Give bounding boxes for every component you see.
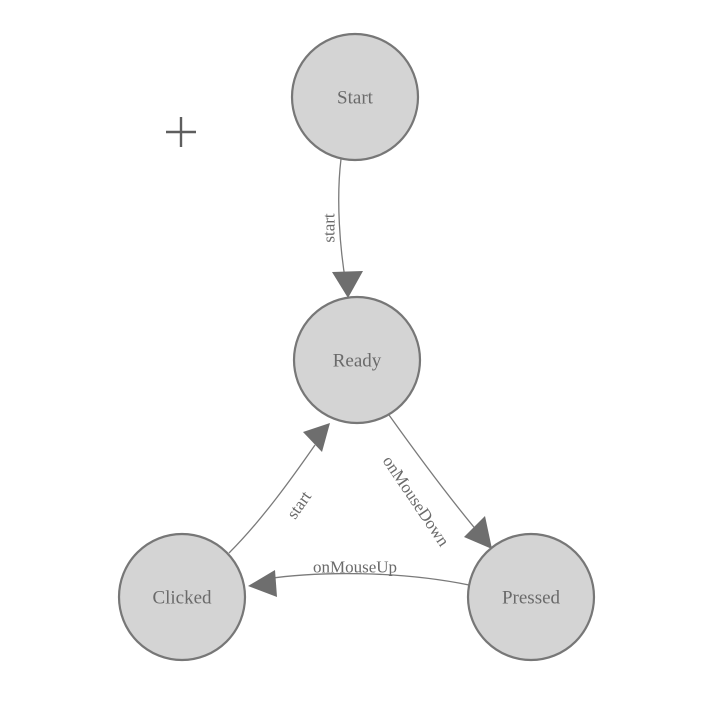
arrowhead-pressed-to-clicked [248, 570, 277, 597]
edge-label-clicked-to-ready: start [283, 487, 316, 522]
node-ready[interactable]: Ready [292, 295, 422, 425]
edge-label-pressed-to-clicked: onMouseUp [313, 558, 397, 577]
node-label-ready: Ready [333, 351, 382, 372]
arrowhead-start-to-ready [332, 271, 363, 298]
edge-path-start-to-ready [338, 158, 347, 285]
edge-path-clicked-to-ready [228, 444, 316, 554]
arrowhead-ready-to-pressed [464, 516, 492, 549]
edge-start-to-ready[interactable]: start [320, 158, 364, 298]
edge-pressed-to-clicked[interactable]: onMouseUp [248, 558, 470, 598]
node-clicked[interactable]: Clicked [117, 532, 247, 662]
node-circle-clicked[interactable] [117, 532, 247, 662]
node-circle-start[interactable] [290, 32, 420, 162]
edge-label-start-to-ready: start [320, 213, 339, 243]
edge-ready-to-pressed[interactable]: onMouseDown [379, 414, 492, 550]
node-start[interactable]: Start [290, 32, 420, 162]
node-pressed[interactable]: Pressed [466, 532, 596, 662]
crosshair-marker [166, 117, 196, 147]
node-label-clicked: Clicked [152, 588, 212, 609]
node-label-pressed: Pressed [502, 588, 561, 609]
edge-clicked-to-ready[interactable]: start [228, 423, 330, 554]
node-label-start: Start [337, 88, 374, 109]
edge-path-pressed-to-clicked [265, 572, 470, 586]
node-circle-ready[interactable] [292, 295, 422, 425]
edge-label-ready-to-pressed: onMouseDown [379, 452, 454, 550]
node-circle-pressed[interactable] [466, 532, 596, 662]
edge-path-ready-to-pressed [388, 414, 484, 539]
arrowhead-clicked-to-ready [303, 423, 330, 452]
